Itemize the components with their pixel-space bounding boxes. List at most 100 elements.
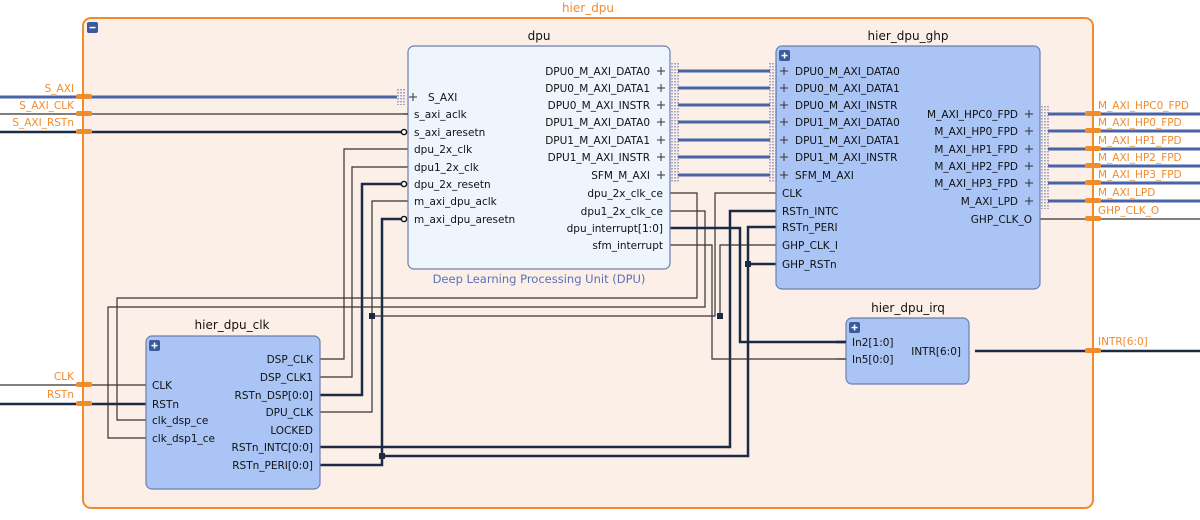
ghp-in-7: CLK — [782, 188, 803, 200]
ext-port-s-axi-clk[interactable]: S_AXI_CLK — [19, 100, 75, 112]
irq-pins: In2[1:0] In5[0:0] INTR[6:0] — [836, 337, 961, 366]
dpu-caption: Deep Learning Processing Unit (DPU) — [433, 272, 646, 286]
ghp-out-4: M_AXI_HP3_FPD — [934, 178, 1018, 190]
ghp-out-0: M_AXI_HPC0_FPD — [927, 109, 1018, 121]
wire-dpu-interrupt[interactable] — [670, 226, 845, 344]
ghp-in-3: DPU1_M_AXI_DATA0 — [795, 117, 900, 129]
dpu-out-10: sfm_interrupt — [592, 240, 663, 252]
clk-out-4: LOCKED — [270, 425, 313, 437]
clk-out-1: DSP_CLK1 — [260, 372, 313, 384]
ext-port-s-axi-rstn[interactable]: S_AXI_RSTn — [12, 117, 74, 129]
wire-clk1-ce[interactable] — [107, 210, 706, 439]
ghp-in-0: DPU0_M_AXI_DATA0 — [795, 66, 900, 78]
dpu-input-pins: S_AXI s_axi_aclk s_axi_aresetn dpu_2x_cl… — [397, 89, 515, 226]
dpu-in-7: m_axi_dpu_aresetn — [414, 214, 515, 226]
ghp-in-1: DPU0_M_AXI_DATA1 — [795, 83, 900, 95]
ext-port-s-axi[interactable]: S_AXI — [45, 83, 74, 95]
clk-out-0: DSP_CLK — [267, 354, 315, 366]
clk-pins: CLK RSTn clk_dsp_ce clk_dsp1_ce DSP_CLK … — [152, 354, 314, 472]
ext-port-hp3[interactable]: M_AXI_HP3_FPD — [1098, 169, 1182, 181]
ghp-in-9: RSTn_PERI — [782, 222, 838, 234]
wire-sfm-interrupt[interactable] — [670, 244, 845, 360]
dpu-in-0: S_AXI — [428, 92, 457, 104]
irq-in-0: In2[1:0] — [852, 337, 894, 349]
dpu-out-7: dpu_2x_clk_ce — [587, 188, 663, 200]
wire-dsp-clk1[interactable] — [320, 166, 408, 378]
ghp-in-10: GHP_CLK_I — [782, 240, 838, 252]
ext-port-hp1[interactable]: M_AXI_HP1_FPD — [1098, 135, 1182, 147]
dpu-out-1: DPU0_M_AXI_DATA1 — [545, 83, 650, 95]
dpu-in-2: s_axi_aresetn — [414, 127, 485, 139]
plus-icon[interactable] — [779, 50, 790, 61]
ext-port-clk[interactable]: CLK — [54, 371, 75, 383]
dpu-title: dpu — [528, 29, 551, 43]
ext-port-rstn[interactable]: RSTn — [47, 389, 74, 401]
junction-layer — [369, 261, 751, 459]
hier-port-stubs — [76, 94, 1101, 406]
ghp-in-5: DPU1_M_AXI_INSTR — [795, 152, 897, 164]
wire-dsp-clk[interactable] — [320, 148, 408, 360]
dpu-in-4: dpu1_2x_clk — [414, 162, 480, 174]
ghp-input-pins: DPU0_M_AXI_DATA0 DPU0_M_AXI_DATA1 DPU0_M… — [769, 63, 900, 271]
dpu-out-3: DPU1_M_AXI_DATA0 — [545, 117, 650, 129]
dpu-in-6: m_axi_dpu_aclk — [414, 196, 498, 208]
clk-out-6: RSTn_PERI[0:0] — [232, 460, 313, 472]
dpu-in-1: s_axi_aclk — [414, 109, 468, 121]
ghp-out-5: M_AXI_LPD — [961, 196, 1018, 208]
wire-rstn-intc[interactable] — [320, 209, 776, 449]
ghp-in-4: DPU1_M_AXI_DATA1 — [795, 135, 900, 147]
ghp-in-8: RSTn_INTC — [782, 206, 838, 218]
bus-port-icon[interactable] — [397, 89, 417, 105]
clk-in-1: RSTn — [152, 399, 179, 411]
dpu-in-3: dpu_2x_clk — [414, 144, 473, 156]
ext-port-hpc0[interactable]: M_AXI_HPC0_FPD — [1098, 100, 1189, 112]
dpu-in-5: dpu_2x_resetn — [414, 179, 491, 191]
ghp-out-3: M_AXI_HP2_FPD — [934, 161, 1018, 173]
ext-port-hp0[interactable]: M_AXI_HP0_FPD — [1098, 117, 1182, 129]
ghp-out-6: GHP_CLK_O — [971, 214, 1032, 226]
block-hier-dpu-irq[interactable]: hier_dpu_irq — [845, 301, 970, 385]
irq-in-1: In5[0:0] — [852, 354, 894, 366]
wire-ghp-clk-i[interactable] — [719, 244, 776, 316]
ghp-output-pins: M_AXI_HPC0_FPD M_AXI_HP0_FPD M_AXI_HP1_F… — [927, 106, 1049, 226]
ghp-out-2: M_AXI_HP1_FPD — [934, 144, 1018, 156]
minus-icon[interactable] — [87, 22, 98, 33]
ext-port-hp2[interactable]: M_AXI_HP2_FPD — [1098, 152, 1182, 164]
ghp-in-2: DPU0_M_AXI_INSTR — [795, 100, 897, 112]
wire-rstn-dsp[interactable] — [320, 182, 403, 397]
wire-clk-ce[interactable] — [116, 192, 698, 421]
block-hier-dpu-clk[interactable]: hier_dpu_clk — [145, 318, 321, 490]
dpu-out-8: dpu1_2x_clk_ce — [581, 206, 663, 218]
ext-port-lpd[interactable]: M_AXI_LPD — [1098, 187, 1155, 199]
dpu-out-4: DPU1_M_AXI_DATA1 — [545, 135, 650, 147]
ghp-in-11: GHP_RSTn — [782, 259, 837, 271]
clk-title: hier_dpu_clk — [195, 318, 270, 332]
hier-port-labels: S_AXI S_AXI_CLK S_AXI_RSTn CLK RSTn M_AX… — [12, 83, 1189, 401]
dpu-out-9: dpu_interrupt[1:0] — [567, 223, 663, 235]
plus-icon[interactable] — [149, 340, 160, 351]
irq-out-0: INTR[6:0] — [911, 346, 961, 358]
ghp-in-6: SFM_M_AXI — [795, 170, 854, 182]
block-dpu[interactable]: dpu Deep Learning Processing Unit (DPU) — [407, 29, 671, 286]
wire-rstn-peri[interactable] — [320, 217, 403, 467]
ext-port-ghp-clk-o[interactable]: GHP_CLK_O — [1098, 205, 1159, 217]
dpu-out-0: DPU0_M_AXI_DATA0 — [545, 66, 650, 78]
hier-dpu-title: hier_dpu — [562, 1, 614, 15]
dpu-out-6: SFM_M_AXI — [591, 170, 650, 182]
wire-layer — [0, 69, 1200, 467]
ghp-out-1: M_AXI_HP0_FPD — [934, 126, 1018, 138]
dpu-out-5: DPU1_M_AXI_INSTR — [548, 152, 650, 164]
clk-out-5: RSTn_INTC[0:0] — [232, 442, 313, 454]
irq-title: hier_dpu_irq — [871, 301, 945, 315]
wire-clk-to-ghp[interactable] — [372, 192, 776, 317]
plus-icon[interactable] — [849, 322, 860, 333]
block-hier-dpu-ghp[interactable]: hier_dpu_ghp — [775, 29, 1041, 290]
ext-port-intr[interactable]: INTR[6:0] — [1098, 336, 1148, 348]
clk-in-2: clk_dsp_ce — [152, 415, 208, 427]
dpu-out-2: DPU0_M_AXI_INSTR — [548, 100, 650, 112]
clk-in-3: clk_dsp1_ce — [152, 433, 215, 445]
clk-out-3: DPU_CLK — [266, 407, 315, 419]
ghp-title: hier_dpu_ghp — [868, 29, 949, 43]
dpu-output-pins: DPU0_M_AXI_DATA0 DPU0_M_AXI_DATA1 DPU0_M… — [545, 63, 679, 252]
